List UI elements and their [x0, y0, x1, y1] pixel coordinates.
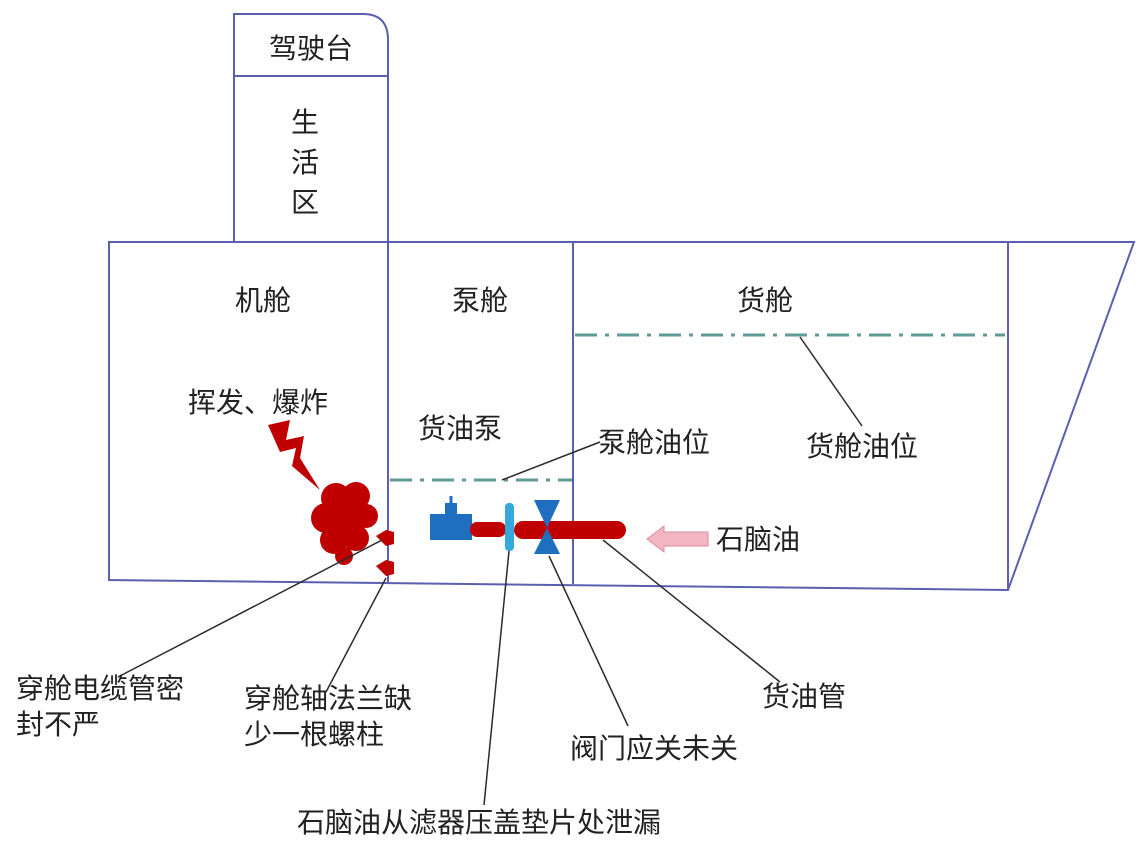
flow-arrow-icon	[646, 524, 709, 554]
volatilize-explode-label: 挥发、爆炸	[188, 386, 328, 419]
pump-icon	[430, 496, 472, 540]
cargo-hold-oil-level-label: 货舱油位	[806, 430, 918, 463]
cargo-oil-pipe-label: 货油管	[762, 680, 846, 713]
bridge-label: 驾驶台	[269, 32, 353, 65]
cargo-hold-label: 货舱	[737, 284, 793, 317]
valve-leader	[548, 555, 629, 727]
filter-icon	[505, 503, 514, 551]
shaft-flange-label-1: 穿舱轴法兰缺	[244, 682, 412, 715]
pump-room-label: 泵舱	[452, 284, 508, 317]
filter-leak-label: 石脑油从滤器压盖垫片处泄漏	[297, 806, 661, 839]
engine-room-label: 机舱	[235, 284, 291, 317]
cargo-oil-pipe	[514, 521, 626, 539]
valve-not-closed-label: 阀门应关未关	[570, 732, 738, 765]
cargo-oil-pump-label: 货油泵	[418, 412, 502, 445]
shaft-flange-leader	[325, 577, 387, 693]
explosion-cloud-icon	[311, 482, 378, 565]
cable-seal-leader	[117, 539, 383, 678]
shaft-flange-label-2: 少一根螺柱	[244, 718, 384, 751]
lightning-bolt-icon	[268, 420, 320, 490]
pump-pipe-segment	[470, 522, 506, 537]
living-area-label-1: 生	[291, 106, 319, 139]
superstructure-outline	[233, 13, 389, 242]
naphtha-label: 石脑油	[716, 523, 800, 556]
filter-leak-leader	[483, 550, 510, 806]
cargo-oil-pipe-leader	[602, 539, 781, 683]
living-area-label-3: 区	[291, 186, 319, 219]
pump-room-oil-level-label: 泵舱油位	[598, 426, 710, 459]
cable-seal-label-1: 穿舱电缆管密	[16, 672, 184, 705]
cable-seal-leak-icon	[376, 530, 394, 546]
gate-valve-icon	[534, 500, 560, 554]
cable-seal-label-2: 封不严	[16, 708, 100, 741]
living-area-label-2: 活	[291, 146, 319, 179]
shaft-flange-leak-icon	[376, 560, 394, 576]
pump-room-oil-level-leader	[501, 441, 601, 481]
cargo-hold-oil-level-leader	[799, 336, 863, 427]
